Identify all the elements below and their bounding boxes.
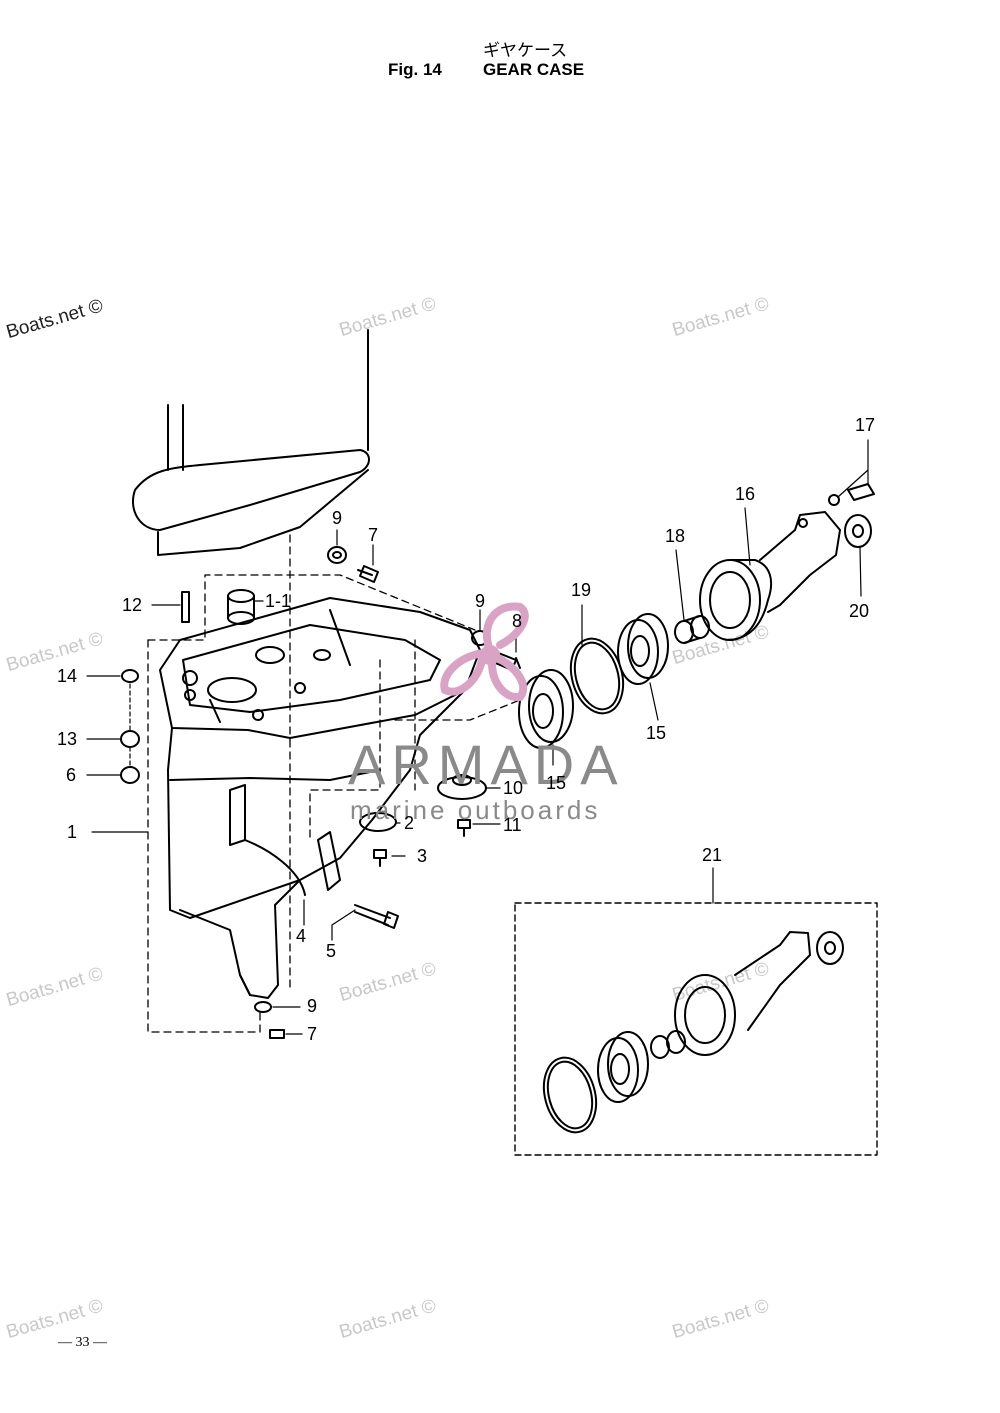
callout-16: 16 [735,484,756,504]
part-11-screw [457,819,471,837]
callout-5: 5 [326,941,337,961]
callout-7-lower: 7 [307,1024,318,1044]
callout-2: 2 [404,813,415,833]
part-14-nut [121,669,139,683]
callout-8: 8 [512,611,523,631]
callout-11: 11 [503,815,522,835]
part-13-nut [120,730,140,748]
part-16-lower-casing [699,511,841,641]
part-7-bolt-lower [269,1029,285,1039]
part-17-bolt [828,483,875,506]
brand-name: ARMADA [348,733,624,796]
callout-12: 12 [122,595,143,615]
callout-9-upper: 9 [332,508,343,528]
part-1-1-needle-bearing [227,589,255,625]
part-2-anode [359,812,397,832]
callout-6: 6 [66,765,77,785]
callout-9-mid: 9 [475,591,486,611]
callout-14: 14 [57,666,78,686]
figure-title: GEAR CASE [483,60,585,79]
page-number: — 33 — [58,1335,107,1350]
part-10-anode [437,774,487,800]
callout-7-upper: 7 [368,525,379,545]
part-9-gasket-upper [327,546,347,564]
figure-number: Fig. 14 [388,60,442,79]
armada-logo-icon [440,602,529,702]
callout-4: 4 [296,926,307,946]
part-4-trim-tab [317,831,341,891]
callout-21: 21 [702,845,723,865]
part-20-washer [844,514,872,548]
callout-13: 13 [57,729,78,749]
callout-1: 1 [67,822,78,842]
part-15-bearing-a [518,669,574,749]
callout-17: 17 [855,415,876,435]
callout-leader-lines [86,439,869,1035]
assembly-guide-lines [147,534,521,1033]
callout-18: 18 [665,526,686,546]
part-7-bolt-upper [357,565,379,583]
callout-3: 3 [417,846,428,866]
callout-9-lower: 9 [307,996,318,1016]
part-6-nut [120,766,140,784]
part-5-bolt [354,904,399,929]
part-19-o-ring [569,637,625,715]
part-21-assembly [542,931,844,1134]
callout-15-a: 15 [546,773,567,793]
assembly-21-box [514,902,878,1156]
brand-tagline: marine outboards [350,795,601,825]
callout-1-1: 1-1 [265,591,292,611]
figure-title-japanese: ギヤケース [483,41,568,61]
callout-10: 10 [503,778,524,798]
part-12-stud [181,591,190,623]
callout-15-b: 15 [646,723,667,743]
callout-20: 20 [849,601,870,621]
drive-shaft-housing [132,329,370,556]
part-15-bearing-b [617,613,669,685]
part-9-gasket-lower [254,1001,272,1013]
callout-19: 19 [571,580,592,600]
part-3-screw [373,849,387,867]
